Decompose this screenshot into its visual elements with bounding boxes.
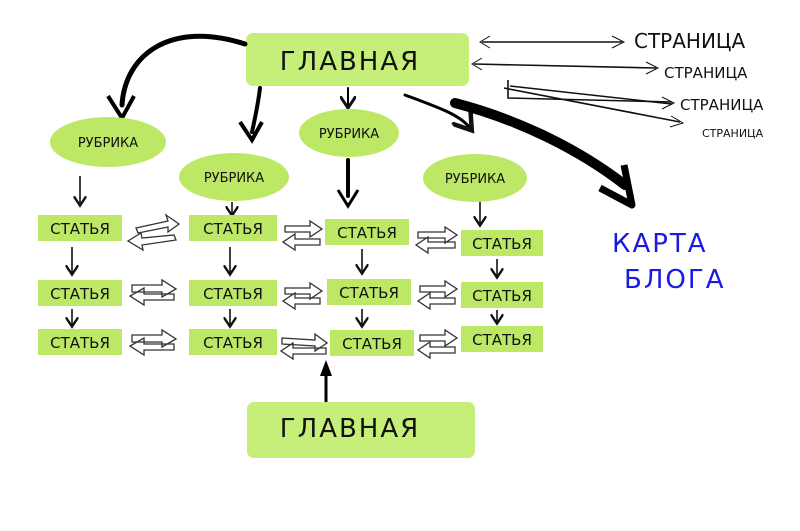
article-label: СТАТЬЯ (203, 334, 263, 352)
article-label: СТАТЬЯ (50, 220, 110, 238)
article-label: СТАТЬЯ (203, 220, 263, 238)
article-label: СТАТЬЯ (50, 285, 110, 303)
link-arrows (126, 213, 459, 361)
page-2-label: СТРАНИЦА (664, 64, 748, 82)
rubric-4-label: РУБРИКА (445, 172, 505, 187)
rubric-2-label: РУБРИКА (204, 171, 264, 186)
articles-column-4: СТАТЬЯ СТАТЬЯ СТАТЬЯ (461, 230, 543, 352)
rubric-2: РУБРИКА (179, 153, 289, 201)
articles-column-2: СТАТЬЯ СТАТЬЯ СТАТЬЯ (189, 215, 277, 355)
rubric-3-label: РУБРИКА (319, 127, 379, 142)
article-label: СТАТЬЯ (342, 335, 402, 353)
article-label: СТАТЬЯ (337, 224, 397, 242)
article-label: СТАТЬЯ (203, 285, 263, 303)
rubric-1-label: РУБРИКА (78, 136, 138, 151)
main-page-top: ГЛАВНАЯ (246, 33, 469, 86)
sitemap-label: КАРТА БЛОГА (612, 229, 726, 295)
sitemap-line-2: БЛОГА (624, 265, 726, 295)
page-1-label: СТРАНИЦА (634, 29, 745, 53)
article-label: СТАТЬЯ (50, 334, 110, 352)
rubric-3: РУБРИКА (299, 109, 399, 157)
main-page-top-label: ГЛАВНАЯ (280, 47, 420, 77)
articles-column-1: СТАТЬЯ СТАТЬЯ СТАТЬЯ (38, 215, 122, 355)
page-3-label: СТРАНИЦА (680, 96, 764, 114)
rubric-1: РУБРИКА (50, 117, 166, 167)
sitemap-line-1: КАРТА (612, 229, 708, 259)
article-label: СТАТЬЯ (339, 284, 399, 302)
main-page-bottom: ГЛАВНАЯ (247, 360, 475, 458)
article-label: СТАТЬЯ (472, 287, 532, 305)
article-label: СТАТЬЯ (472, 235, 532, 253)
page-4-label: СТРАНИЦА (702, 127, 764, 140)
main-arrows (106, 33, 636, 209)
article-label: СТАТЬЯ (472, 331, 532, 349)
main-page-bottom-label: ГЛАВНАЯ (280, 414, 420, 444)
articles-column-3: СТАТЬЯ СТАТЬЯ СТАТЬЯ (325, 219, 414, 356)
rubric-arrows (80, 158, 480, 224)
rubric-4: РУБРИКА (423, 154, 527, 202)
page-links: СТРАНИЦА СТРАНИЦА СТРАНИЦА СТРАНИЦА (471, 29, 764, 140)
